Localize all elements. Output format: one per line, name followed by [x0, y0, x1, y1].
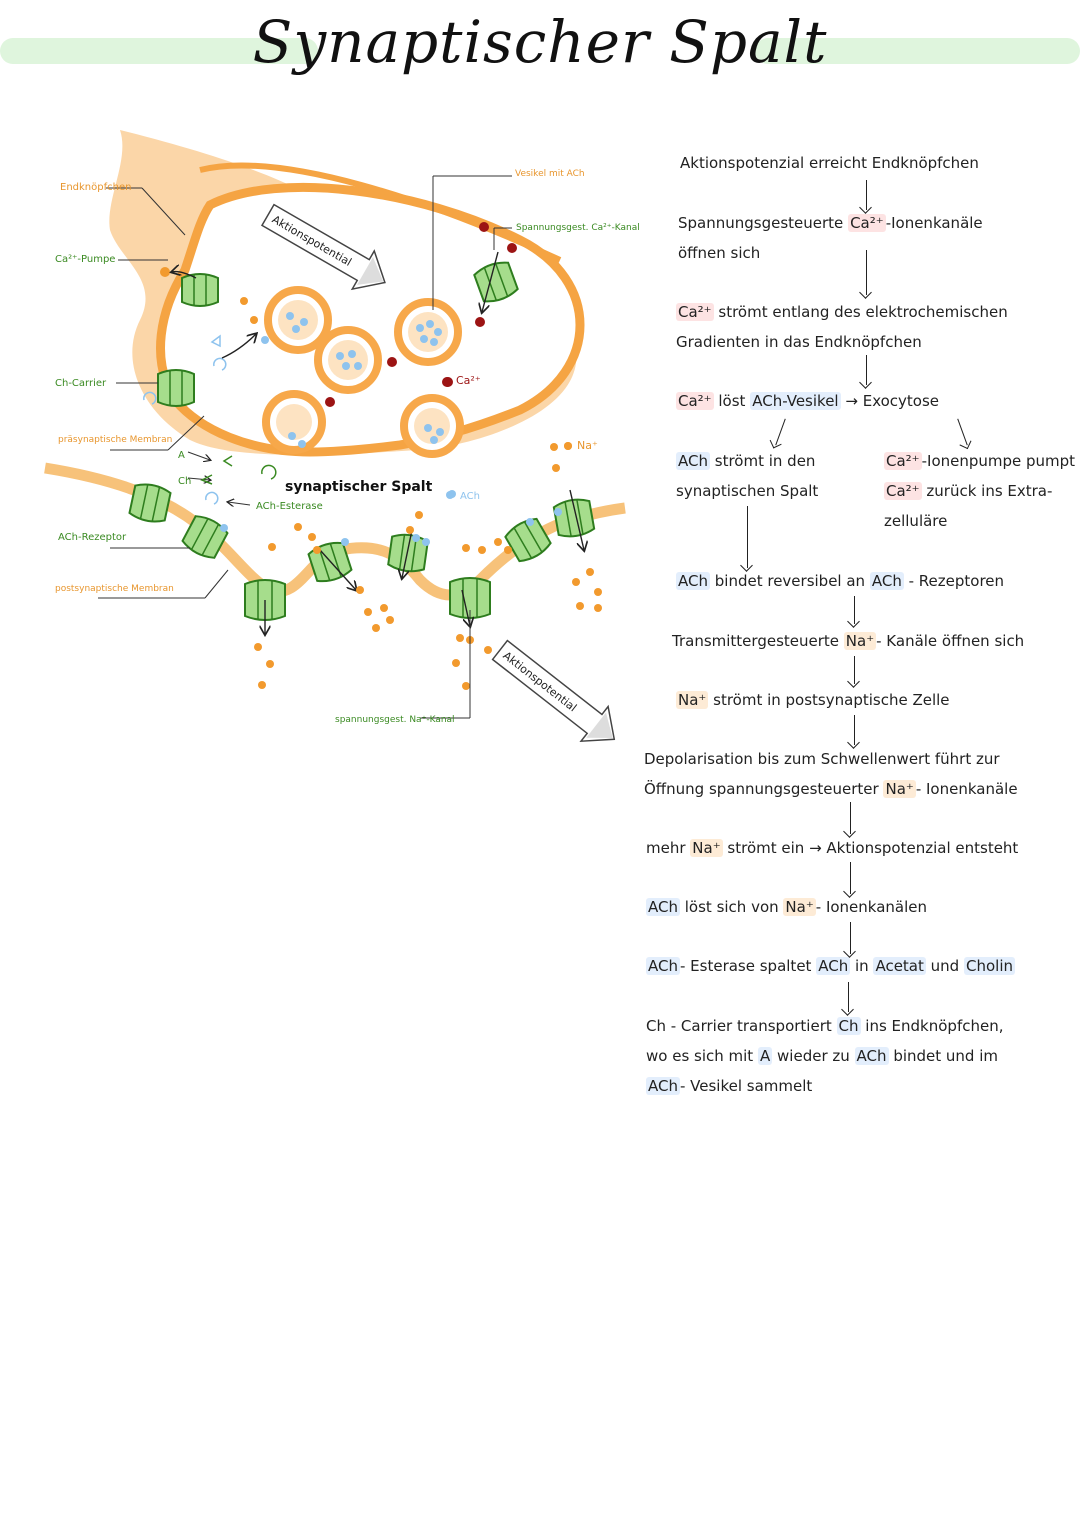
step-8: Transmittergesteuerte Na⁺- Kanäle öffnen… — [672, 632, 1025, 650]
step-14: Ch - Carrier transportiert Ch ins Endknö… — [646, 1017, 1004, 1095]
page-title: Synaptischer Spalt — [252, 8, 828, 76]
ach-molecules-in-vesicles — [286, 312, 444, 448]
step-5: ACh strömt in den synaptischen Spalt — [676, 452, 819, 500]
label-ach: ACh — [460, 491, 480, 502]
label-spannungsgest-ca-kanal: Spannungsgest. Ca²⁺-Kanal — [516, 223, 640, 233]
step-6: Ca²⁺-Ionenpumpe pumpt Ca²⁺ zurück ins Ex… — [884, 452, 1076, 530]
step-1: Aktionspotenzial erreicht Endknöpfchen — [680, 154, 979, 172]
label-praesynaptische-membran: präsynaptische Membran — [58, 435, 172, 445]
step-4: Ca²⁺ löst ACh-Vesikel → Exocytose — [676, 392, 940, 410]
vesicle-3 — [394, 298, 462, 366]
step-10: Depolarisation bis zum Schwellenwert füh… — [644, 750, 1018, 798]
label-ach-rezeptor: ACh-Rezeptor — [58, 532, 127, 543]
label-endknoepfchen: Endknöpfchen — [60, 182, 131, 193]
label-a: A — [178, 450, 185, 461]
vesicle-1 — [264, 286, 332, 354]
ach-receptor-5 — [504, 517, 552, 563]
label-vesikel-mit-ach: Vesikel mit ACh — [515, 169, 585, 179]
ach-receptor-2 — [181, 515, 229, 559]
step-11: mehr Na⁺ strömt ein → Aktionspotenzial e… — [646, 839, 1019, 857]
label-ach-esterase: ACh-Esterase — [256, 501, 323, 512]
ach-in-cleft — [220, 490, 562, 546]
label-postsynaptische-membran: postsynaptische Membran — [55, 584, 174, 594]
label-ca-pumpe: Ca²⁺-Pumpe — [55, 254, 115, 265]
ch-carrier-channel — [157, 369, 195, 407]
synapse-diagram: Aktionspotential — [44, 130, 640, 743]
title-decor-right — [755, 38, 1080, 64]
label-ch: Ch — [178, 476, 191, 487]
ca-channel — [473, 261, 519, 303]
label-na: Na⁺ — [577, 439, 598, 452]
label-ca2: Ca²⁺ — [456, 374, 481, 387]
step-12: ACh löst sich von Na⁺- Ionenkanälen — [646, 898, 928, 916]
label-spannungsgest-na-kanal: spannungsgest. Na⁺-Kanal — [335, 715, 455, 725]
ach-receptor-6 — [552, 498, 596, 538]
na-channel-2 — [449, 577, 491, 619]
na-ions — [254, 511, 602, 690]
step-13: ACh- Esterase spaltet ACh in Acetat und … — [646, 957, 1015, 975]
step-7: ACh bindet reversibel an ACh - Rezeptore… — [676, 572, 1005, 590]
ca-pump-channel — [181, 273, 219, 307]
step-2: Spannungsgesteuerte Ca²⁺-Ionenkanäle öff… — [678, 214, 983, 262]
title-decor-left — [0, 38, 318, 64]
step-9: Na⁺ strömt in postsynaptische Zelle — [676, 691, 950, 709]
ach-receptor-1 — [128, 483, 172, 523]
vesicle-4 — [262, 390, 326, 454]
label-ch-carrier: Ch-Carrier — [55, 378, 107, 389]
label-synaptischer-spalt: synaptischer Spalt — [285, 479, 433, 495]
step-3: Ca²⁺ strömt entlang des elektrochemische… — [676, 303, 1008, 351]
